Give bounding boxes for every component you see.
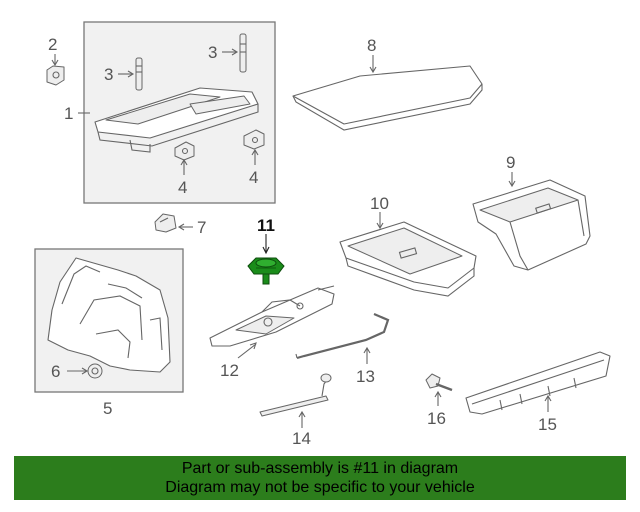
callout-2: 2 — [48, 35, 57, 54]
part-1-package-tray[interactable] — [94, 87, 259, 153]
callout-13: 13 — [356, 367, 375, 386]
callout-1: 1 — [64, 104, 73, 123]
part-11-highlighted[interactable] — [247, 257, 285, 285]
callout-14: 14 — [292, 429, 311, 448]
parts-diagram: 2 3 3 1 4 4 7 6 5 8 9 10 11 12 13 14 16 … — [34, 21, 611, 448]
part-6-fastener[interactable] — [87, 363, 103, 379]
part-10-floor-board[interactable] — [339, 221, 477, 297]
part-4-clip-left[interactable] — [174, 141, 195, 161]
info-banner: Part or sub-assembly is #11 in diagram D… — [14, 456, 626, 500]
callout-7: 7 — [197, 218, 206, 237]
callout-9: 9 — [506, 153, 515, 172]
part-4-clip-right[interactable] — [243, 129, 265, 150]
callout-8: 8 — [367, 36, 376, 55]
callout-10: 10 — [370, 194, 389, 213]
part-8-cover[interactable] — [292, 65, 483, 131]
callout-16: 16 — [427, 409, 446, 428]
part-16-bolt[interactable] — [425, 373, 453, 392]
part-12-jack[interactable] — [209, 285, 335, 347]
part-9-storage-box[interactable] — [472, 179, 591, 271]
part-5-trim-panel[interactable] — [47, 257, 171, 373]
callout-6: 6 — [51, 362, 60, 381]
callout-11: 11 — [257, 216, 275, 235]
part-7-clip[interactable] — [154, 213, 177, 233]
callout-15: 15 — [538, 415, 557, 434]
part-3-stud-right[interactable] — [239, 33, 247, 73]
callout-3-right: 3 — [208, 43, 217, 62]
banner-line-2: Diagram may not be specific to your vehi… — [165, 479, 475, 496]
part-14-wrench[interactable] — [259, 373, 332, 417]
callout-4-right: 4 — [249, 168, 258, 187]
callout-12: 12 — [220, 361, 239, 380]
part-2-clip[interactable] — [46, 65, 65, 86]
banner-line-1: Part or sub-assembly is #11 in diagram — [181, 460, 459, 477]
part-15-sill-plate[interactable] — [465, 351, 611, 415]
part-3-stud-left[interactable] — [135, 57, 143, 91]
part-13-handle-rod[interactable] — [295, 312, 390, 360]
callout-5: 5 — [103, 399, 112, 418]
callout-4-left: 4 — [178, 178, 187, 197]
callout-3-left: 3 — [104, 65, 113, 84]
